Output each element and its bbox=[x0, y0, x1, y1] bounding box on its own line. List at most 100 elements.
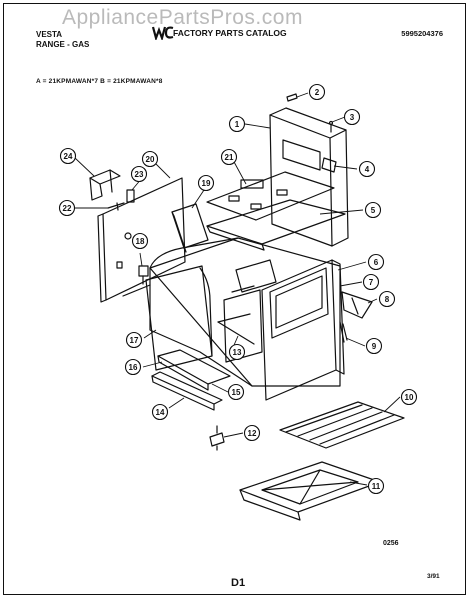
callout-17: 17 bbox=[125, 331, 143, 349]
callout-circle bbox=[131, 232, 149, 250]
callout-number: 7 bbox=[369, 278, 374, 287]
part-14-kick-plate bbox=[151, 371, 223, 411]
callout-4: 4 bbox=[358, 160, 376, 178]
part-21-top bbox=[206, 171, 335, 221]
callout-2: 2 bbox=[308, 83, 326, 101]
callout-number: 3 bbox=[350, 113, 355, 122]
callout-circle bbox=[151, 403, 169, 421]
callout-circle bbox=[367, 477, 385, 495]
callout-11: 11 bbox=[367, 477, 385, 495]
callout-number: 23 bbox=[135, 170, 144, 179]
callout-number: 20 bbox=[146, 155, 155, 164]
part-4-grommet bbox=[321, 157, 337, 173]
callout-number: 17 bbox=[130, 336, 139, 345]
callout-number: 15 bbox=[232, 388, 241, 397]
callout-15: 15 bbox=[227, 383, 245, 401]
part-6-oven-door bbox=[261, 259, 345, 401]
callout-circle bbox=[228, 343, 246, 361]
catalog-date: 3/91 bbox=[427, 573, 440, 580]
part-18-valve bbox=[138, 265, 149, 285]
callout-circle bbox=[243, 424, 261, 442]
page-border bbox=[3, 3, 466, 595]
callout-number: 24 bbox=[64, 152, 73, 161]
callout-circle bbox=[227, 383, 245, 401]
callout-24: 24 bbox=[59, 147, 77, 165]
callout-circle bbox=[400, 388, 418, 406]
callout-circle bbox=[365, 337, 383, 355]
callout-19: 19 bbox=[197, 174, 215, 192]
oven-body bbox=[149, 237, 341, 387]
callout-number: 22 bbox=[63, 204, 72, 213]
callout-5: 5 bbox=[364, 201, 382, 219]
callout-circle bbox=[197, 174, 215, 192]
part-11-broiler-pan bbox=[239, 461, 381, 521]
part-5-oven-top bbox=[206, 199, 346, 251]
callout-circle bbox=[141, 150, 159, 168]
part-20-side-panel bbox=[97, 177, 186, 303]
part-22-screw bbox=[107, 202, 125, 211]
callout-number: 10 bbox=[405, 393, 414, 402]
callout-21: 21 bbox=[220, 148, 238, 166]
callout-number: 4 bbox=[365, 165, 370, 174]
callout-circle bbox=[220, 148, 238, 166]
catalog-title: FACTORY PARTS CATALOG bbox=[173, 28, 287, 38]
callout-circle bbox=[378, 290, 396, 308]
callout-7: 7 bbox=[362, 273, 380, 291]
callout-number: 12 bbox=[248, 429, 257, 438]
brand-block: VESTA RANGE - GAS bbox=[36, 30, 89, 50]
part-13-rail bbox=[217, 321, 255, 345]
drawing-code: 0256 bbox=[383, 540, 399, 547]
callout-circle bbox=[58, 199, 76, 217]
callout-circle bbox=[343, 108, 361, 126]
callout-6: 6 bbox=[367, 253, 385, 271]
callout-number: 14 bbox=[156, 408, 165, 417]
part-16-bottom-tray bbox=[157, 349, 231, 391]
part-12-leveler bbox=[209, 425, 225, 451]
callout-14: 14 bbox=[151, 403, 169, 421]
product-category: RANGE - GAS bbox=[36, 40, 90, 49]
callout-number: 9 bbox=[372, 342, 377, 351]
callout-number: 8 bbox=[385, 295, 390, 304]
callout-circle bbox=[308, 83, 326, 101]
callout-number: 13 bbox=[233, 348, 242, 357]
callout-9: 9 bbox=[365, 337, 383, 355]
callout-3: 3 bbox=[343, 108, 361, 126]
callout-number: 16 bbox=[129, 363, 138, 372]
callout-number: 2 bbox=[315, 88, 320, 97]
part-8-hinge bbox=[341, 291, 373, 319]
catalog-number: 5995204376 bbox=[401, 29, 443, 38]
callout-13: 13 bbox=[228, 343, 246, 361]
callout-1: 1 bbox=[228, 115, 246, 133]
callout-number: 19 bbox=[202, 179, 211, 188]
callout-number: 18 bbox=[136, 237, 145, 246]
part-1-rear-panel bbox=[269, 107, 349, 247]
part-24-bracket bbox=[89, 169, 121, 201]
callout-20: 20 bbox=[141, 150, 159, 168]
model-legend: A = 21KPMAWAN*7 B = 21KPMAWAN*8 bbox=[36, 78, 163, 85]
callout-23: 23 bbox=[130, 165, 148, 183]
callout-number: 1 bbox=[235, 120, 240, 129]
callout-circle bbox=[130, 165, 148, 183]
callout-circle bbox=[367, 253, 385, 271]
callout-12: 12 bbox=[243, 424, 261, 442]
callout-circle bbox=[228, 115, 246, 133]
watermark: AppliancePartsPros.com bbox=[62, 6, 303, 29]
callout-22: 22 bbox=[58, 199, 76, 217]
callout-circle bbox=[362, 273, 380, 291]
callout-circle bbox=[358, 160, 376, 178]
callout-number: 11 bbox=[372, 482, 381, 491]
page-id: D1 bbox=[231, 577, 246, 589]
callout-circle bbox=[364, 201, 382, 219]
callout-circle bbox=[124, 358, 142, 376]
callout-number: 5 bbox=[371, 206, 376, 215]
callout-16: 16 bbox=[124, 358, 142, 376]
wci-logo-icon bbox=[152, 26, 174, 40]
callout-18: 18 bbox=[131, 232, 149, 250]
callout-circle bbox=[59, 147, 77, 165]
callout-number: 6 bbox=[374, 258, 379, 267]
brand-name: VESTA bbox=[36, 30, 63, 39]
part-10-oven-rack bbox=[279, 401, 405, 449]
